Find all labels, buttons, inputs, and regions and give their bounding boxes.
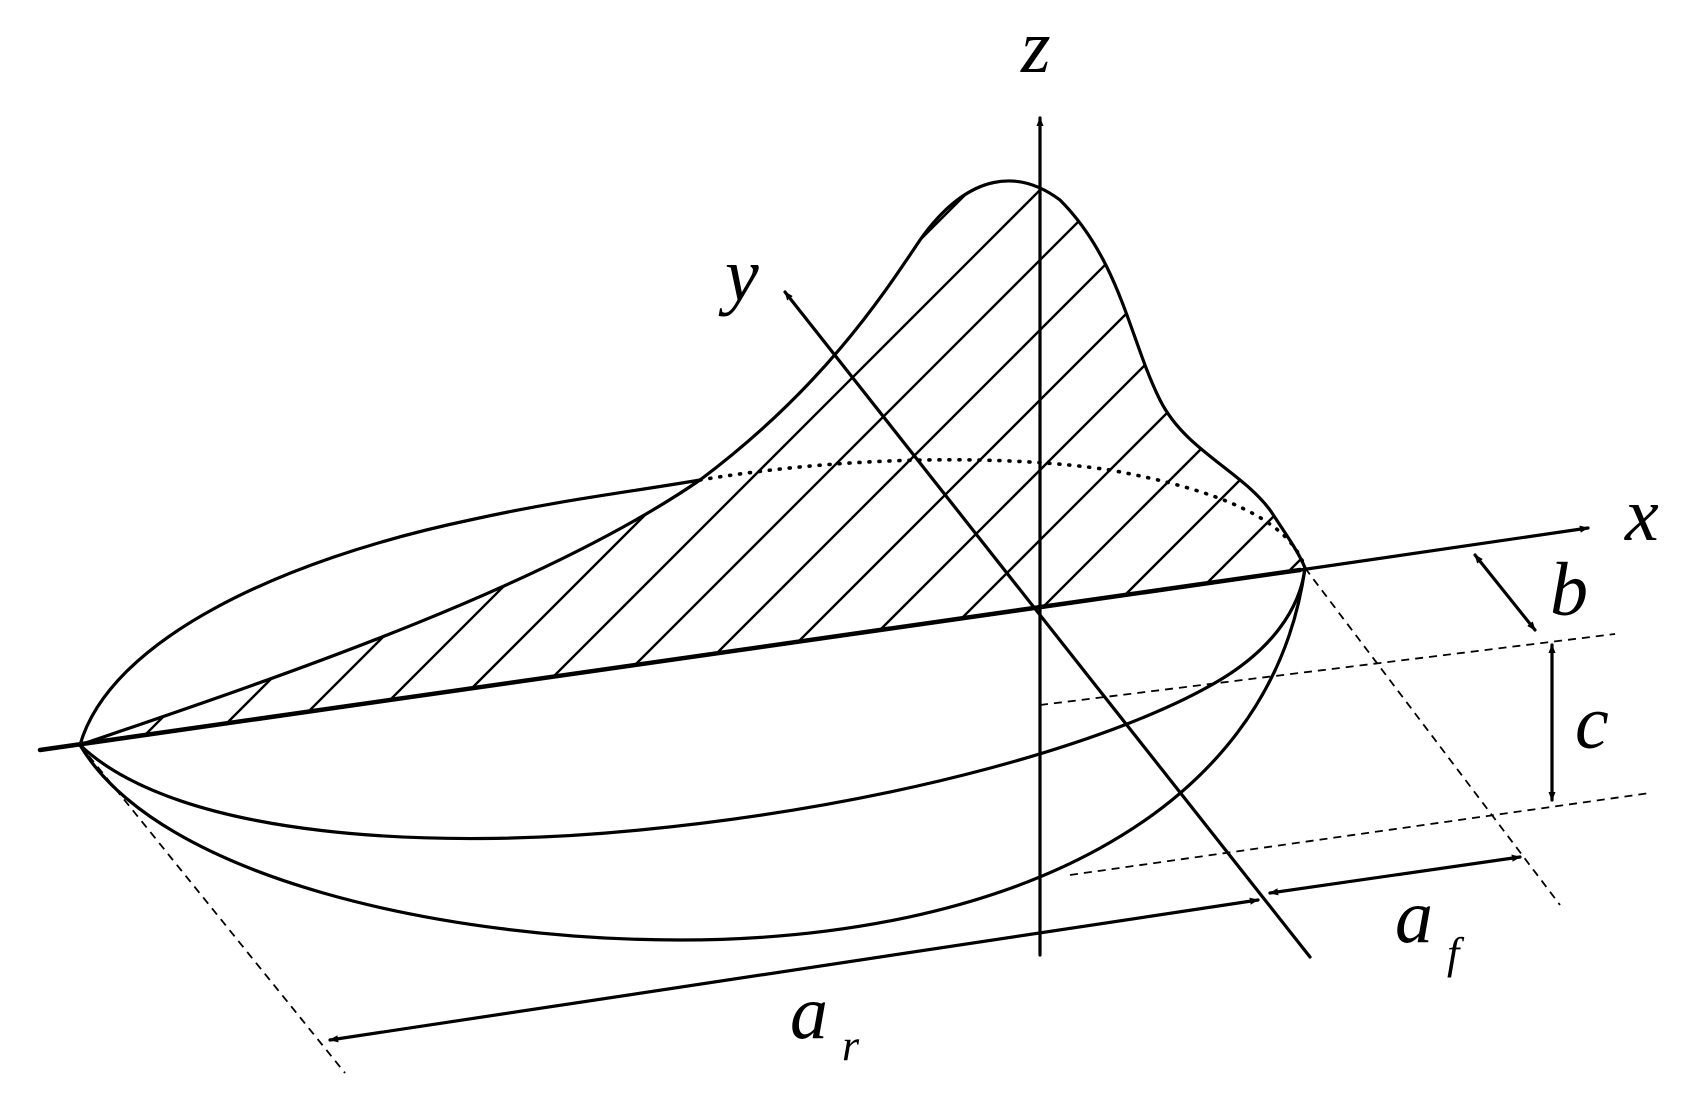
- y-axis: [783, 290, 1312, 959]
- z-axis-label: z: [1020, 5, 1051, 89]
- ellipsoid-middle-curve: [78, 566, 1307, 841]
- af-label-main: a: [1395, 875, 1433, 959]
- b-label: b: [1550, 548, 1588, 632]
- af-label-subscript: f: [1447, 929, 1465, 978]
- x-axis-label: x: [1624, 473, 1659, 557]
- ellipsoid-top-outline: [78, 478, 702, 747]
- heat-flux-hatching: [119, 180, 1305, 745]
- dimension-b-arrow: [1473, 553, 1537, 632]
- ellipsoid-bottom-outline: [78, 566, 1307, 942]
- af-label: a f: [1395, 875, 1465, 978]
- ar-label-main: a: [790, 971, 828, 1055]
- ellipsoid-hidden-edge: [698, 457, 1307, 570]
- heat-flux-curve: [78, 179, 1307, 747]
- ar-label: a r: [790, 971, 860, 1070]
- dimension-ar-arrow: [328, 897, 1260, 1043]
- x-axis: [1298, 525, 1590, 572]
- ar-label-subscript: r: [842, 1021, 860, 1070]
- c-label: c: [1575, 681, 1609, 765]
- dimension-af-arrow: [1268, 854, 1522, 896]
- construction-lines: [79, 567, 1651, 1074]
- y-axis-label: y: [718, 233, 759, 317]
- x-axis-base: [37, 567, 1303, 753]
